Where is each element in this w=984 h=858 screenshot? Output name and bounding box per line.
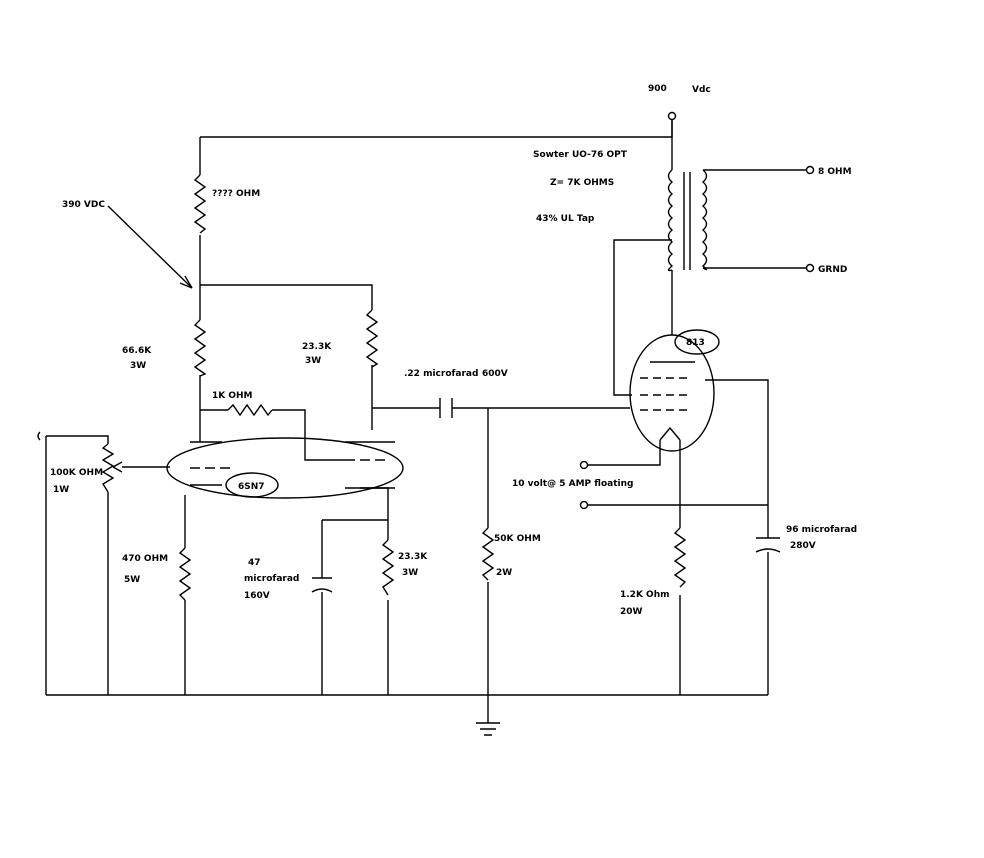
resistor-50k: [481, 527, 495, 581]
supply-unit: Vdc: [692, 85, 711, 95]
cap-47-label: 47: [248, 558, 261, 568]
r-top-label: ???? OHM: [212, 189, 260, 199]
out-8ohm-label: 8 OHM: [818, 167, 852, 177]
resistor-233k-b: [381, 539, 395, 596]
r-666-watt: 3W: [130, 361, 146, 371]
r-50k-watt: 2W: [496, 568, 512, 578]
cap-022-voltage: 600V: [482, 369, 508, 379]
cap-022: [439, 398, 453, 418]
potentiometer: [101, 443, 115, 493]
cap-47-voltage: 160V: [244, 591, 270, 601]
r-233a-watt: 3W: [305, 356, 321, 366]
out-8ohm-terminal: [805, 165, 815, 175]
transformer-tap: 43% UL Tap: [536, 214, 595, 224]
node-arrow: [107, 205, 193, 289]
resistor-66k: [193, 319, 207, 377]
resistors: [101, 174, 687, 601]
tube-813-label: 813: [686, 338, 705, 348]
resistor-233k-a: [365, 309, 379, 368]
transformer-impedance: Z= 7K OHMS: [550, 178, 614, 188]
r-50k-label: 50K OHM: [494, 534, 541, 544]
out-grnd-label: GRND: [818, 265, 847, 275]
resistor-12k: [673, 527, 687, 588]
resistor-470: [178, 547, 192, 601]
filament-label: 10 volt@ 5 AMP floating: [512, 479, 633, 489]
tube-813: [629, 334, 715, 452]
tube-6sn7: [166, 437, 404, 499]
supply-terminal: [667, 111, 677, 121]
cap-47-unit: microfarad: [244, 574, 299, 584]
cap-96: [755, 537, 781, 553]
fil-terminal-b: [579, 500, 589, 510]
tube-6sn7-label: 6SN7: [238, 482, 265, 492]
r-470-watt: 5W: [124, 575, 140, 585]
resistor-1k: [227, 403, 273, 417]
r-12k-watt: 20W: [620, 607, 643, 617]
cap-96-voltage: 280V: [790, 541, 816, 551]
cap-47: [311, 577, 333, 593]
r-12k-label: 1.2K Ohm: [620, 590, 670, 600]
node-390-label: 390 VDC: [62, 200, 105, 210]
r-470-label: 470 OHM: [122, 554, 168, 564]
cap-022-label: .22 microfarad: [404, 369, 478, 379]
label-oval-6sn7: [225, 472, 279, 498]
labels: 900 Vdc Sowter UO-76 OPT Z= 7K OHMS 43% …: [50, 84, 857, 617]
transformer-name: Sowter UO-76 OPT: [533, 150, 628, 160]
r-233b-watt: 3W: [402, 568, 418, 578]
wires: [37, 111, 815, 736]
pot-100k-watt: 1W: [53, 485, 69, 495]
r-1k-label: 1K OHM: [212, 391, 253, 401]
label-oval-813: [674, 329, 720, 355]
capacitors: [311, 398, 781, 593]
output-transformer: [667, 169, 708, 272]
r-666-label: 66.6K: [122, 346, 152, 356]
r-233a-label: 23.3K: [302, 342, 332, 352]
r-233b-label: 23.3K: [398, 552, 428, 562]
cap-96-label: 96 microfarad: [786, 525, 857, 535]
pot-100k-label: 100K OHM: [50, 468, 103, 478]
supply-voltage: 900: [648, 84, 667, 94]
resistor-top: [193, 174, 207, 234]
fil-terminal-a: [579, 460, 589, 470]
out-grnd-terminal: [805, 263, 815, 273]
